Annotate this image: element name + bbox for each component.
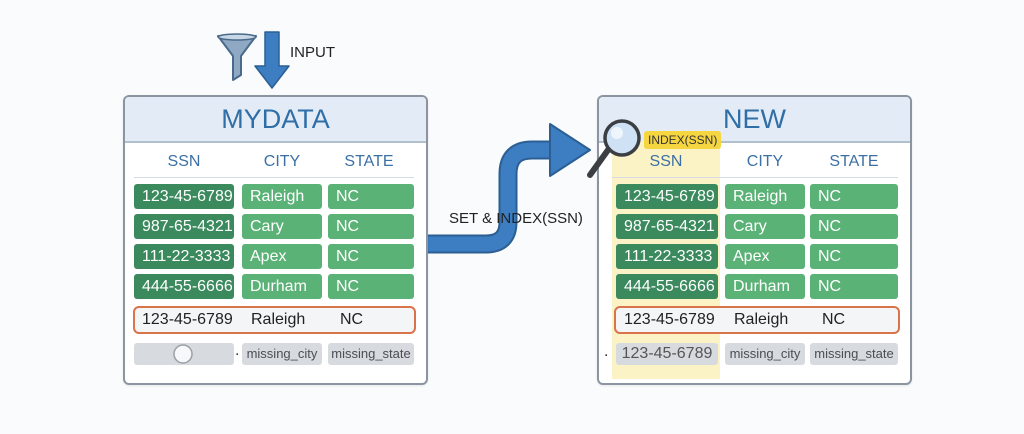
set-index-arrow-icon	[428, 123, 591, 254]
ssn-cell: 987-65-4321	[616, 214, 718, 239]
highlighted-row	[133, 306, 416, 334]
state-cell: NC	[328, 214, 414, 239]
state-cell: NC	[328, 244, 414, 269]
state-cell: NC	[328, 274, 414, 299]
missing-ssn-cell: 123-45-6789	[616, 343, 718, 365]
col-state-header: STATE	[829, 153, 879, 170]
col-ssn-header: SSN	[649, 153, 683, 170]
missing-state-cell: missing_state	[810, 343, 898, 365]
input-label: INPUT	[290, 44, 335, 61]
mydata-table: MYDATA	[123, 95, 428, 385]
city-cell: Cary	[242, 214, 322, 239]
ssn-cell: 111-22-3333	[616, 244, 718, 269]
state-cell: NC	[810, 214, 898, 239]
city-cell: Apex	[242, 244, 322, 269]
state-cell: NC	[810, 274, 898, 299]
ssn-cell: 444-55-6666	[134, 274, 234, 299]
col-city-header: CITY	[263, 153, 301, 170]
col-ssn-header: SSN	[167, 153, 201, 170]
ssn-cell: 123-45-6789	[142, 311, 233, 328]
missing-dot: .	[235, 342, 240, 359]
missing-city-cell: missing_city	[242, 343, 322, 365]
missing-ssn-cell	[134, 343, 234, 365]
ssn-cell: 111-22-3333	[134, 244, 234, 269]
state-cell: NC	[810, 184, 898, 209]
header-divider	[612, 177, 898, 178]
state-cell: NC	[340, 311, 364, 328]
col-city-header: CITY	[746, 153, 784, 170]
city-cell: Raleigh	[725, 184, 805, 209]
missing-state-cell: missing_state	[328, 343, 414, 365]
state-cell: NC	[822, 311, 846, 328]
ssn-cell: 444-55-6666	[616, 274, 718, 299]
header-divider	[134, 177, 414, 178]
city-cell: Raleigh	[734, 311, 789, 328]
state-cell: NC	[810, 244, 898, 269]
ssn-cell: 123-45-6789	[616, 184, 718, 209]
state-cell: NC	[328, 184, 414, 209]
city-cell: Apex	[725, 244, 805, 269]
ssn-cell: 987-65-4321	[134, 214, 234, 239]
city-cell: Durham	[242, 274, 322, 299]
city-cell: Cary	[725, 214, 805, 239]
input-arrow-icon	[254, 31, 290, 89]
funnel-icon	[217, 33, 257, 81]
col-state-header: STATE	[344, 153, 394, 170]
index-ssn-tag: INDEX(SSN)	[644, 131, 722, 149]
city-cell: Durham	[725, 274, 805, 299]
mydata-title: MYDATA	[125, 97, 426, 143]
missing-city-cell: missing_city	[725, 343, 805, 365]
ssn-cell: 123-45-6789	[624, 311, 715, 328]
city-cell: Raleigh	[242, 184, 322, 209]
set-index-label: SET & INDEX(SSN)	[449, 210, 583, 227]
missing-dot: .	[604, 343, 609, 360]
ssn-cell: 123-45-6789	[134, 184, 234, 209]
highlighted-row	[614, 306, 900, 334]
city-cell: Raleigh	[251, 311, 306, 328]
